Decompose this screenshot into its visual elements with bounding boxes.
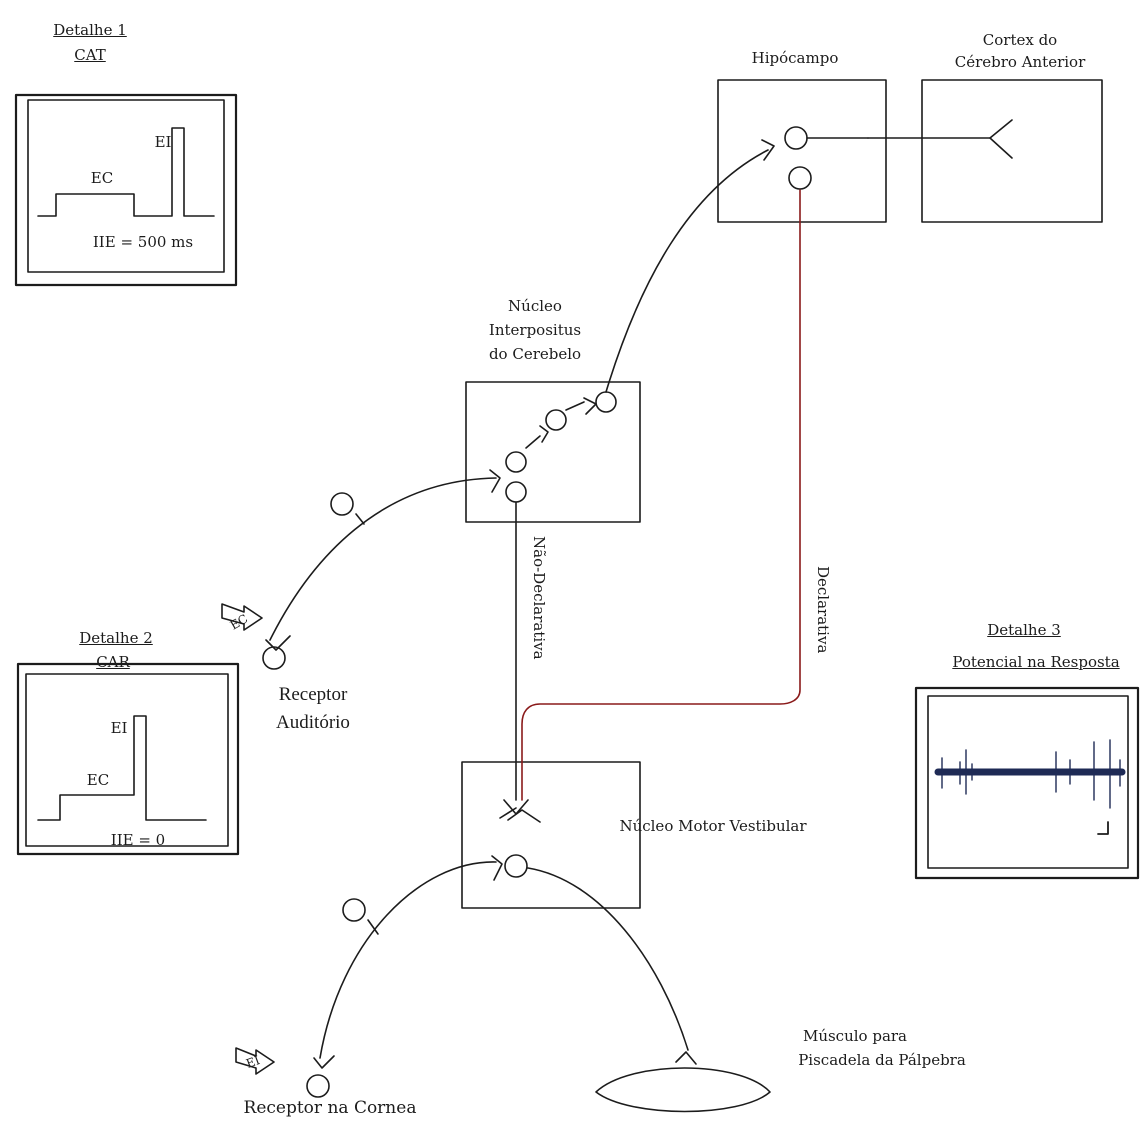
- interpositus-label-line3: do Cerebelo: [488, 345, 582, 363]
- detail1-panel: [14, 93, 238, 287]
- response-trace: [934, 739, 1126, 809]
- detail1-title: Detalhe 1: [53, 21, 127, 39]
- ei-arrow: [235, 1047, 275, 1075]
- detail1-waveform: [37, 127, 215, 217]
- muscle-label-line1: Músculo para: [802, 1027, 908, 1045]
- scale-bar: [1097, 821, 1109, 835]
- vestibular-neurons: [491, 799, 541, 881]
- nondeclarative-label: Não-Declarativa: [530, 536, 548, 660]
- hippocampus-label: Hipócampo: [751, 49, 839, 67]
- hippocampus-box: [717, 79, 887, 223]
- detail1-ec-label: EC: [90, 169, 114, 187]
- detail2-subtitle: CAR: [96, 653, 130, 671]
- hippocampus-neurons: [761, 119, 1013, 190]
- interpositus-box: [465, 381, 641, 523]
- vestibular-box: [461, 761, 641, 909]
- interpositus-label-line2: Interpositus: [488, 321, 582, 339]
- detail2-ie-label: IIE = 0: [110, 831, 166, 849]
- cortex-label-line1: Cortex do: [982, 31, 1058, 49]
- detail3-title: Detalhe 3: [987, 621, 1061, 639]
- detail2-title: Detalhe 2: [79, 629, 153, 647]
- corneal-receptor-label: Receptor na Cornea: [243, 1098, 417, 1118]
- detail2-panel: [16, 662, 240, 856]
- detail2-waveform: [37, 715, 207, 821]
- detail3-panel: [914, 686, 1140, 880]
- detail2-ei-label: EI: [110, 719, 128, 737]
- cortex-label-line2: Cérebro Anterior: [954, 53, 1086, 71]
- interpositus-to-hippocampus-axon: [605, 149, 769, 393]
- interpositus-label-line1: Núcleo: [508, 297, 562, 315]
- auditory-receptor-line2: Auditório: [276, 712, 350, 733]
- eyelid-muscle: [595, 1067, 771, 1113]
- corneal-pathway: [235, 861, 771, 1113]
- detail1-ie-label: IIE = 500 ms: [92, 233, 194, 251]
- vestibular-label: Núcleo Motor Vestibular: [619, 817, 807, 835]
- interpositus-neurons: [489, 391, 617, 503]
- detail3-subtitle: Potencial na Resposta: [952, 653, 1120, 671]
- cortex-dendrite: [989, 119, 1013, 159]
- detail1-subtitle: CAT: [74, 46, 106, 64]
- declarative-label: Declarativa: [814, 566, 832, 654]
- muscle-label-line2: Piscadela da Pálpebra: [798, 1051, 966, 1069]
- auditory-receptor-line1: Receptor: [278, 684, 348, 705]
- auditory-pathway: [221, 477, 497, 670]
- ec-arrow: [221, 603, 263, 631]
- cortex-box: [921, 79, 1103, 223]
- detail2-ec-label: EC: [86, 771, 110, 789]
- detail1-ei-label: EI: [154, 133, 172, 151]
- declarative-line: [521, 189, 801, 801]
